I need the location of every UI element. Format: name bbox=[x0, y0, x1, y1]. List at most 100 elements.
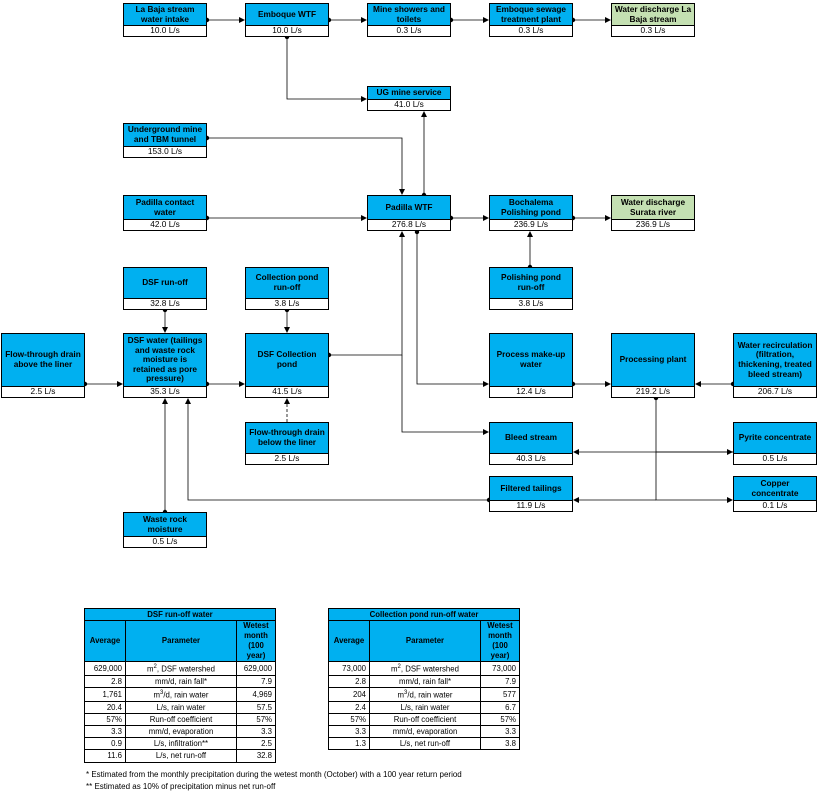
node-pyrite-label: Pyrite concentrate bbox=[734, 423, 816, 454]
cell-average: 204 bbox=[328, 686, 370, 702]
cell-average: 2.8 bbox=[328, 674, 370, 688]
table-row: 20.4 L/s, rain water 57.5 bbox=[84, 700, 276, 714]
cell-wettest: 3.8 bbox=[480, 737, 520, 751]
table-row: 73,000 m2, DSF watershed 73,000 bbox=[328, 661, 520, 676]
node-dsf-water-value: 35.3 L/s bbox=[150, 386, 180, 396]
cell-wettest: 3.3 bbox=[236, 724, 276, 739]
param-text: L/s, net run-off bbox=[155, 751, 207, 761]
node-discharge-labaja-value: 0.3 L/s bbox=[640, 25, 666, 35]
cell-parameter: m3/d, rain water bbox=[125, 686, 237, 702]
node-copper-value: 0.1 L/s bbox=[762, 500, 788, 510]
flow-padilla-to-makeup bbox=[416, 232, 489, 387]
node-ug-mine-tbm-label: Underground mine and TBM tunnel bbox=[124, 124, 206, 147]
param-text: L/s, rain water bbox=[156, 702, 206, 712]
cell-wettest: 6.7 bbox=[480, 700, 520, 714]
node-processing-plant-value: 219.2 L/s bbox=[635, 386, 671, 396]
cell-wettest: 57% bbox=[480, 712, 520, 726]
node-filtered-tailings-value: 11.9 L/s bbox=[516, 500, 546, 510]
node-emboque-wtf-label: Emboque WTF bbox=[246, 4, 328, 26]
node-padilla-contact-value: 42.0 L/s bbox=[150, 219, 180, 229]
table-row: 2.8 mm/d, rain fall* 7.9 bbox=[84, 674, 276, 688]
cell-parameter: mm/d, rain fall* bbox=[125, 674, 237, 688]
cell-average: 629,000 bbox=[84, 661, 126, 676]
table-collection-title: Collection pond run-off water bbox=[328, 607, 520, 622]
cell-parameter: mm/d, evaporation bbox=[369, 724, 481, 739]
node-dsf-runoff-label: DSF run-off bbox=[124, 268, 206, 299]
node-ft-drain-below-label: Flow-through drain below the liner bbox=[246, 423, 328, 454]
node-water-recirc-value: 206.7 L/s bbox=[757, 386, 793, 396]
node-polishing-runoff-label: Polishing pond run-off bbox=[490, 268, 572, 299]
flow-plant-to-copper bbox=[655, 452, 733, 503]
flow-emboque-to-ug bbox=[286, 37, 367, 102]
table-row: 1,761 m3/d, rain water 4,969 bbox=[84, 686, 276, 702]
node-waste-rock-label: Waste rock moisture bbox=[124, 513, 206, 537]
param-text: Run-off coefficient bbox=[393, 714, 457, 724]
footnote-1: * Estimated from the monthly precipitati… bbox=[86, 770, 462, 779]
param-text: L/s, infiltration** bbox=[153, 739, 209, 749]
cell-average: 1,761 bbox=[84, 686, 126, 702]
node-discharge-surata-label: Water discharge Surata river bbox=[612, 196, 694, 220]
node-collection-runoff-value: 3.8 L/s bbox=[274, 298, 300, 308]
cell-average: 0.9 bbox=[84, 737, 126, 751]
node-pyrite-value: 0.5 L/s bbox=[762, 453, 788, 463]
node-copper-label: Copper concentrate bbox=[734, 477, 816, 501]
table-row: 629,000 m2, DSF watershed 629,000 bbox=[84, 661, 276, 676]
node-dsf-runoff-value: 32.8 L/s bbox=[150, 298, 180, 308]
node-polishing-runoff-value: 3.8 L/s bbox=[518, 298, 544, 308]
table-row: 57% Run-off coefficient 57% bbox=[84, 712, 276, 726]
cell-average: 2.4 bbox=[328, 700, 370, 714]
table-row: 2.8 mm/d, rain fall* 7.9 bbox=[328, 674, 520, 688]
cell-wettest: 57.5 bbox=[236, 700, 276, 714]
cell-average: 11.6 bbox=[84, 749, 126, 763]
table-row: 1.3 L/s, net run-off 3.8 bbox=[328, 737, 520, 751]
col-average: Average bbox=[328, 620, 370, 663]
param-unit-sup: 2 bbox=[397, 664, 401, 671]
node-mine-showers-label: Mine showers and toilets bbox=[368, 4, 450, 26]
cell-wettest: 32.8 bbox=[236, 749, 276, 763]
cell-average: 1.3 bbox=[328, 737, 370, 751]
param-text: Run-off coefficient bbox=[149, 714, 213, 724]
cell-wettest: 73,000 bbox=[480, 661, 520, 676]
col-parameter: Parameter bbox=[369, 620, 481, 663]
cell-wettest: 577 bbox=[480, 686, 520, 702]
table-row: 2.4 L/s, rain water 6.7 bbox=[328, 700, 520, 714]
cell-average: 20.4 bbox=[84, 700, 126, 714]
param-text: L/s, rain water bbox=[400, 702, 450, 712]
param-unit-m: m bbox=[153, 690, 161, 700]
col-parameter: Parameter bbox=[125, 620, 237, 663]
flow-plant-to-pyrite bbox=[655, 398, 733, 455]
cell-wettest: 3.3 bbox=[480, 724, 520, 739]
node-water-recirc-label: Water recirculation (filtration, thicken… bbox=[734, 334, 816, 387]
node-ft-drain-below-value: 2.5 L/s bbox=[274, 453, 300, 463]
node-dsf-collection-label: DSF Collection pond bbox=[246, 334, 328, 387]
cell-average: 57% bbox=[328, 712, 370, 726]
cell-average: 3.3 bbox=[328, 724, 370, 739]
cell-parameter: m2, DSF watershed bbox=[369, 661, 481, 676]
cell-average: 73,000 bbox=[328, 661, 370, 676]
node-padilla-wtf-label: Padilla WTF bbox=[368, 196, 450, 220]
node-bochalema-value: 236.9 L/s bbox=[513, 219, 549, 229]
cell-wettest: 2.5 bbox=[236, 737, 276, 751]
flow-tailings-to-dsf bbox=[185, 398, 489, 501]
param-unit-sup: 3 bbox=[160, 689, 164, 696]
param-unit-sup: 3 bbox=[404, 689, 408, 696]
node-emboque-wtf-value: 10.0 L/s bbox=[272, 25, 302, 35]
flow-padilla-to-bleed bbox=[401, 355, 489, 435]
cell-parameter: m3/d, rain water bbox=[369, 686, 481, 702]
node-bleed-stream-value: 40.3 L/s bbox=[516, 453, 546, 463]
table-row: 3.3 mm/d, evaporation 3.3 bbox=[84, 724, 276, 739]
node-water-recirc: Water recirculation (filtration, thicken… bbox=[733, 333, 817, 398]
